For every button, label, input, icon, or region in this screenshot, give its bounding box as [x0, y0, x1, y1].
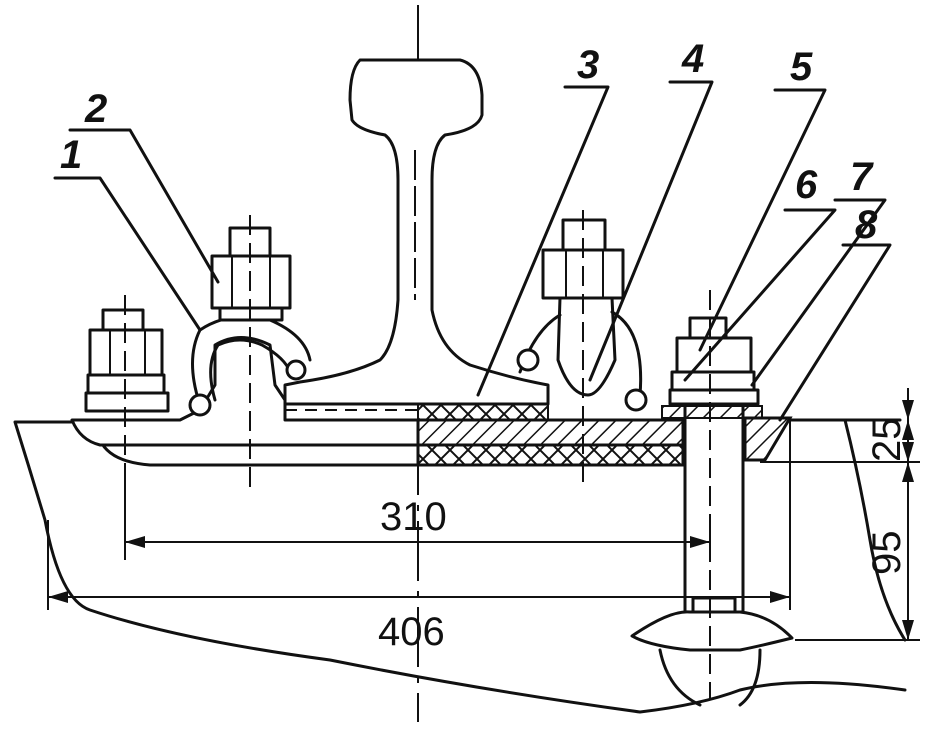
anchor-bolt [630, 290, 794, 707]
dimension-310: 310 [124, 465, 711, 560]
callout-8: 8 [855, 203, 878, 247]
rail-pad [417, 403, 549, 421]
callout-4: 4 [681, 37, 704, 81]
dimension-406: 406 [47, 420, 791, 654]
dimension-310-text: 310 [380, 495, 447, 539]
sleeper-right-edge [843, 418, 907, 642]
base-plate [70, 336, 420, 447]
dimension-406-text: 406 [378, 610, 445, 654]
left-clip-toe [188, 393, 212, 417]
right-clip-bolt [516, 210, 648, 490]
left-outer-bolt [84, 295, 170, 490]
callout-5: 5 [790, 45, 813, 89]
washer-plate [661, 405, 763, 419]
shoulder-insert [743, 416, 793, 462]
callout-7: 7 [850, 155, 874, 199]
dimension-25-text: 25 [865, 418, 909, 463]
callout-1: 1 [60, 133, 82, 177]
callout-6: 6 [795, 163, 818, 207]
callout-2: 2 [84, 87, 107, 131]
callout-3: 3 [577, 43, 599, 87]
rail-profile [283, 58, 550, 406]
dimension-vertical: 25 95 [760, 388, 920, 641]
leader-lines [53, 80, 892, 422]
left-inner-bolt [210, 215, 292, 490]
dimension-95-text: 95 [865, 531, 909, 576]
left-clip-heel [285, 359, 307, 381]
base-plate-right [416, 418, 685, 447]
elastic-pad [416, 443, 685, 467]
